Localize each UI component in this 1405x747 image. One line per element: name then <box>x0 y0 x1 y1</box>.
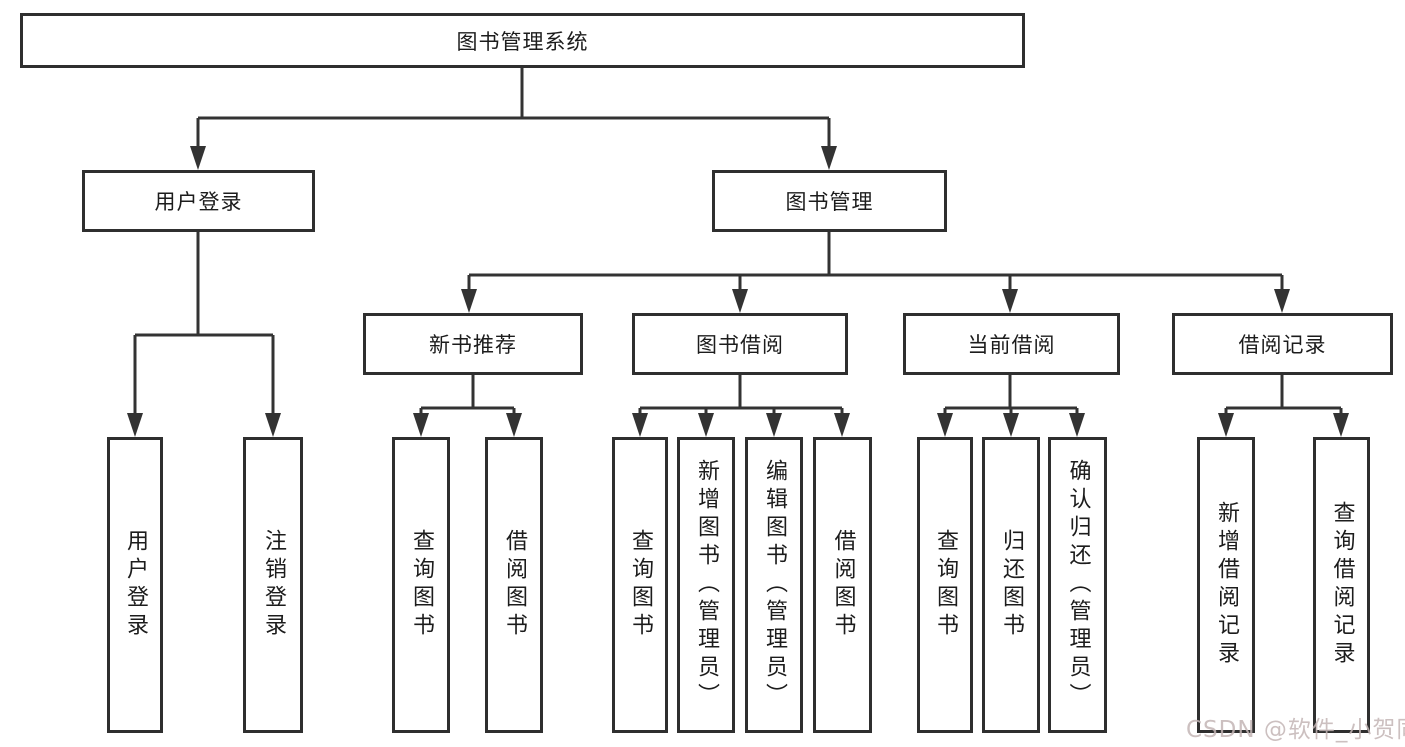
leaf-user-login: 用户登录 <box>107 437 163 733</box>
node-current-borrow: 当前借阅 <box>903 313 1120 375</box>
node-new-book-recommend: 新书推荐 <box>363 313 583 375</box>
node-book-borrow: 图书借阅 <box>632 313 848 375</box>
leaf-query-books-current: 查询图书 <box>917 437 973 733</box>
leaf-query-books-recommend: 查询图书 <box>392 437 450 733</box>
leaf-add-book-admin: 新增图书（管理员） <box>677 437 735 733</box>
leaf-return-book: 归还图书 <box>982 437 1040 733</box>
leaf-logout-login: 注销登录 <box>243 437 303 733</box>
csdn-watermark: CSDN @软件_小贺同学 <box>1186 717 1405 743</box>
leaf-borrow-books: 借阅图书 <box>813 437 872 733</box>
node-system-root: 图书管理系统 <box>20 13 1025 68</box>
leaf-query-borrow-record: 查询借阅记录 <box>1313 437 1370 733</box>
leaf-confirm-return-admin: 确认归还（管理员） <box>1048 437 1107 733</box>
node-borrow-records: 借阅记录 <box>1172 313 1393 375</box>
leaf-query-books-borrow: 查询图书 <box>612 437 668 733</box>
leaf-borrow-books-recommend: 借阅图书 <box>485 437 543 733</box>
node-book-management: 图书管理 <box>712 170 947 232</box>
leaf-add-borrow-record: 新增借阅记录 <box>1197 437 1255 733</box>
leaf-edit-book-admin: 编辑图书（管理员） <box>745 437 803 733</box>
node-user-login: 用户登录 <box>82 170 315 232</box>
